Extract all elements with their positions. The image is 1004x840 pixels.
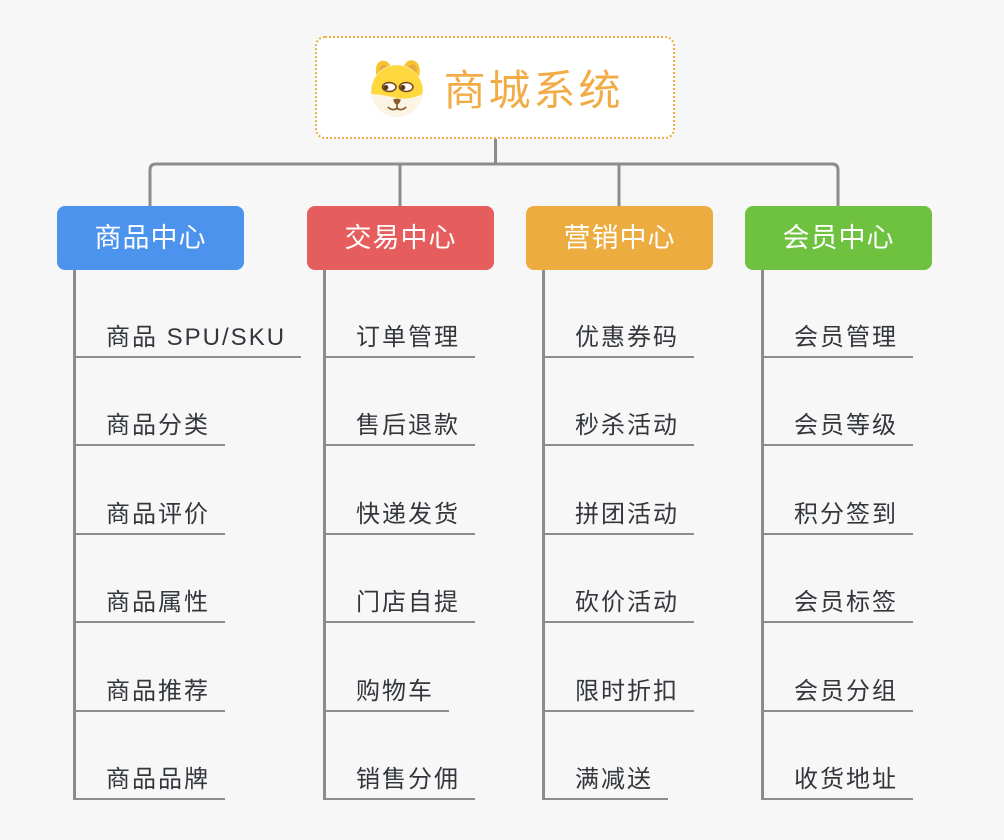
leaf-node[interactable]: 订单管理 xyxy=(323,320,475,358)
leaf-node[interactable]: 满减送 xyxy=(542,762,668,800)
leaf-node[interactable]: 会员等级 xyxy=(761,408,913,446)
leaf-node[interactable]: 商品评价 xyxy=(73,497,225,535)
leaf-node[interactable]: 商品属性 xyxy=(73,585,225,623)
branch-column-member: 会员中心 会员管理 会员等级 积分签到 会员标签 会员分组 收货地址 xyxy=(745,206,1004,806)
leaf-node[interactable]: 限时折扣 xyxy=(542,674,694,712)
root-title: 商城系统 xyxy=(443,67,624,114)
leaf-node[interactable]: 购物车 xyxy=(323,674,449,712)
leaf-node[interactable]: 秒杀活动 xyxy=(542,408,694,446)
shiba-dog-icon xyxy=(366,57,428,119)
branch-trunk-line xyxy=(323,270,326,800)
branch-column-product: 商品中心 商品 SPU/SKU 商品分类 商品评价 商品属性 商品推荐 商品品牌 xyxy=(57,206,317,806)
branch-column-trade: 交易中心 订单管理 售后退款 快递发货 门店自提 购物车 销售分佣 xyxy=(307,206,567,806)
branch-trunk-line xyxy=(761,270,764,800)
leaf-node[interactable]: 收货地址 xyxy=(761,762,913,800)
branch-trunk-line xyxy=(73,270,76,800)
leaf-node[interactable]: 会员分组 xyxy=(761,674,913,712)
branch-node-trade-center[interactable]: 交易中心 xyxy=(307,206,494,270)
leaf-node[interactable]: 商品推荐 xyxy=(73,674,225,712)
branch-column-marketing: 营销中心 优惠券码 秒杀活动 拼团活动 砍价活动 限时折扣 满减送 xyxy=(526,206,786,806)
leaf-node[interactable]: 积分签到 xyxy=(761,497,913,535)
leaf-node[interactable]: 商品品牌 xyxy=(73,762,225,800)
leaf-node[interactable]: 商品分类 xyxy=(73,408,225,446)
root-node[interactable]: 商城系统 xyxy=(315,36,675,139)
leaf-node[interactable]: 会员标签 xyxy=(761,585,913,623)
leaf-node[interactable]: 砍价活动 xyxy=(542,585,694,623)
branch-node-member-center[interactable]: 会员中心 xyxy=(745,206,932,270)
leaf-node[interactable]: 会员管理 xyxy=(761,320,913,358)
branch-trunk-line xyxy=(542,270,545,800)
branch-node-product-center[interactable]: 商品中心 xyxy=(57,206,244,270)
leaf-node[interactable]: 快递发货 xyxy=(323,497,475,535)
branch-rail-line xyxy=(148,162,840,207)
leaf-node[interactable]: 拼团活动 xyxy=(542,497,694,535)
branch-node-marketing-center[interactable]: 营销中心 xyxy=(526,206,713,270)
leaf-node[interactable]: 商品 SPU/SKU xyxy=(73,320,302,358)
leaf-node[interactable]: 销售分佣 xyxy=(323,762,475,800)
leaf-node[interactable]: 门店自提 xyxy=(323,585,475,623)
leaf-node[interactable]: 优惠券码 xyxy=(542,320,694,358)
leaf-node[interactable]: 售后退款 xyxy=(323,408,475,446)
